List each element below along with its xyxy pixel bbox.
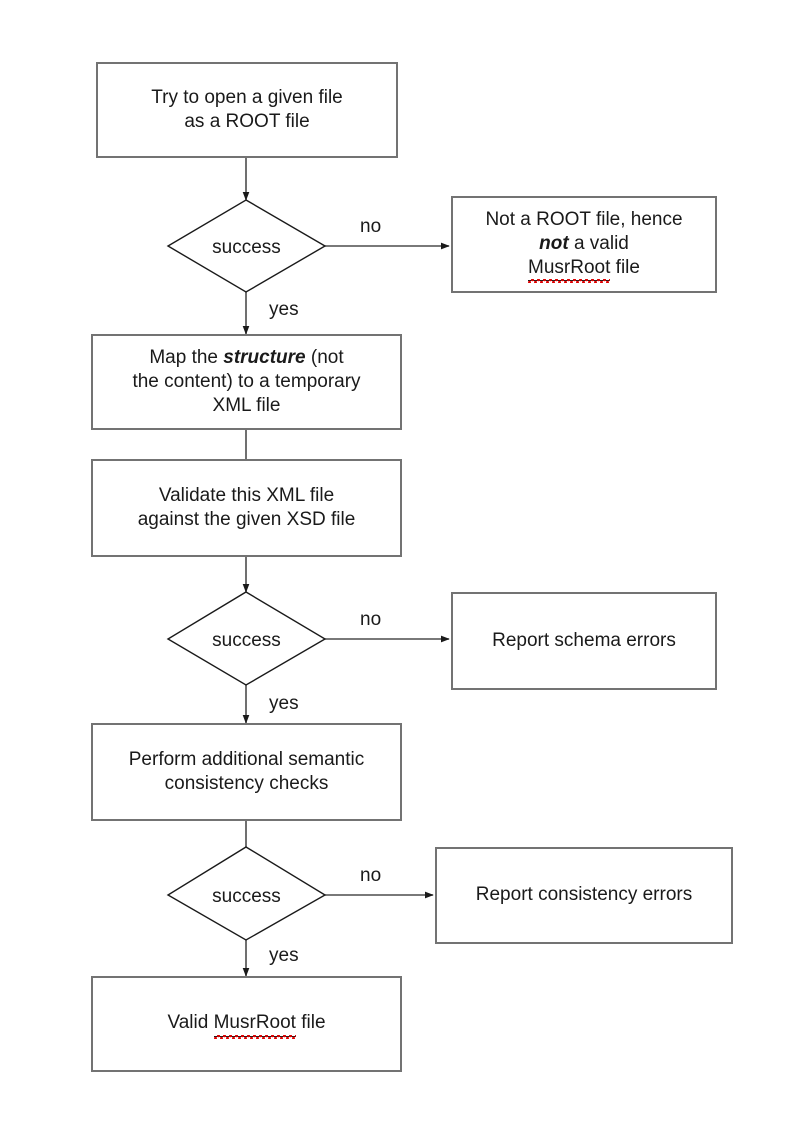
node-line: (not bbox=[305, 346, 344, 368]
node-line: Valid bbox=[167, 1012, 214, 1034]
decision-label-success-consistency: success bbox=[212, 886, 281, 907]
node-report-schema-errors-text: Report schema errors bbox=[492, 629, 676, 651]
emphasis-not: not bbox=[539, 232, 569, 254]
node-validate-xml[interactable]: Validate this XML file against the given … bbox=[91, 459, 402, 557]
edge-label-no-schema: no bbox=[360, 609, 382, 630]
node-line: Try to open a given file bbox=[151, 86, 343, 108]
node-open-root-file[interactable]: Try to open a given file as a ROOT file bbox=[96, 62, 398, 158]
edge-label-yes-schema: yes bbox=[269, 693, 299, 714]
spellcheck-word-musrroot: MusrRoot bbox=[528, 256, 611, 284]
node-line: consistency checks bbox=[164, 773, 329, 794]
node-line: Map the bbox=[149, 346, 224, 368]
node-line: XML file bbox=[212, 395, 281, 417]
node-open-root-file-text: Try to open a given file as a ROOT file bbox=[106, 86, 388, 135]
node-line: file bbox=[295, 1012, 326, 1034]
spellcheck-word-musrroot: MusrRoot bbox=[213, 1011, 297, 1039]
edge-label-yes-open: yes bbox=[269, 299, 299, 320]
edge-label-yes-consistency: yes bbox=[269, 945, 299, 966]
node-line: the content) to a temporary bbox=[132, 370, 361, 392]
node-line: Perform additional semantic bbox=[128, 748, 365, 770]
edge-label-no-open: no bbox=[360, 216, 382, 237]
edge-label-no-consistency: no bbox=[360, 865, 382, 886]
node-valid-musrroot-text: Valid MusrRoot file bbox=[101, 1011, 392, 1039]
emphasis-structure: structure bbox=[223, 346, 306, 368]
decision-label-success-open: success bbox=[212, 237, 281, 258]
node-report-consistency-errors-text: Report consistency errors bbox=[475, 884, 693, 906]
decision-label-success-schema: success bbox=[212, 630, 281, 651]
node-line: against the given XSD file bbox=[137, 509, 356, 530]
node-line: Validate this XML file bbox=[158, 484, 335, 506]
node-report-schema-errors[interactable]: Report schema errors bbox=[451, 592, 717, 690]
node-line: as a ROOT file bbox=[184, 111, 310, 132]
node-report-consistency-errors[interactable]: Report consistency errors bbox=[435, 847, 733, 944]
node-semantic-checks-text: Perform additional semantic consistency c… bbox=[101, 748, 392, 797]
node-semantic-checks[interactable]: Perform additional semantic consistency c… bbox=[91, 723, 402, 821]
node-valid-musrroot[interactable]: Valid MusrRoot file bbox=[91, 976, 402, 1072]
node-line: file bbox=[610, 257, 640, 279]
node-validate-xml-text: Validate this XML file against the given … bbox=[101, 484, 392, 533]
node-line: Not a ROOT file, hence bbox=[485, 208, 683, 230]
node-line: a valid bbox=[568, 232, 629, 254]
